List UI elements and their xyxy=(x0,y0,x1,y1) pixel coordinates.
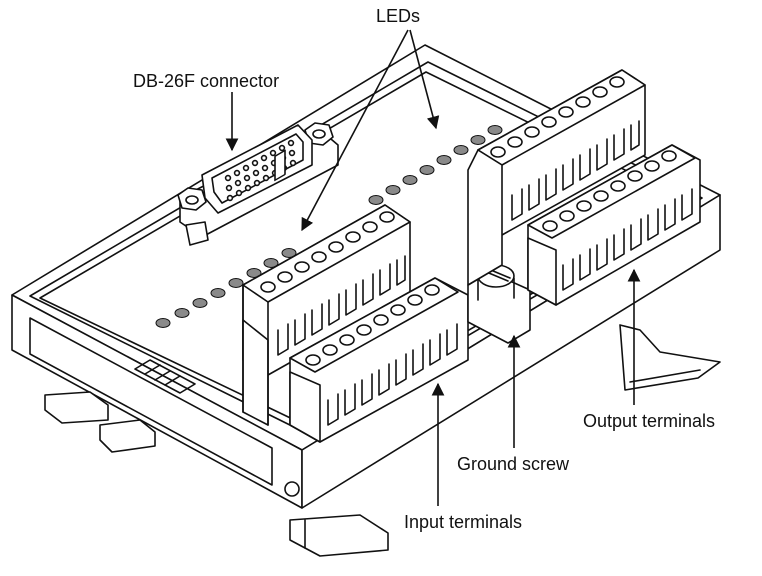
terminal-screws xyxy=(305,284,440,366)
terminal-screws xyxy=(542,150,677,232)
led xyxy=(385,185,401,195)
connector-label: DB-26F connector xyxy=(133,71,279,91)
led xyxy=(453,145,469,155)
led xyxy=(436,155,452,165)
terminal-screws xyxy=(490,76,625,158)
led-row xyxy=(155,125,503,328)
output-terminals-label: Output terminals xyxy=(583,411,715,431)
vent-slots xyxy=(134,359,196,394)
terminal-block-right-upper xyxy=(467,69,646,286)
terminal-block-output xyxy=(527,144,701,306)
callout-leaders xyxy=(225,29,641,506)
din-rail-feet xyxy=(44,324,721,557)
led xyxy=(402,175,418,185)
led xyxy=(419,165,435,175)
led xyxy=(281,248,297,258)
terminal-screws xyxy=(260,211,395,293)
led xyxy=(210,288,226,298)
led xyxy=(192,298,208,308)
leds-leader-1 xyxy=(409,29,440,130)
led xyxy=(228,278,244,288)
leds-label: LEDs xyxy=(376,6,420,26)
leds-leader-2 xyxy=(301,29,409,232)
terminal-block-input xyxy=(289,277,469,443)
wire-openings xyxy=(274,149,286,182)
led xyxy=(368,195,384,205)
led xyxy=(155,318,171,328)
ground-screw-label: Ground screw xyxy=(457,454,570,474)
led xyxy=(174,308,190,318)
led xyxy=(487,125,503,135)
led xyxy=(246,268,262,278)
input-terminals-label: Input terminals xyxy=(404,512,522,532)
led xyxy=(263,258,279,268)
led xyxy=(470,135,486,145)
